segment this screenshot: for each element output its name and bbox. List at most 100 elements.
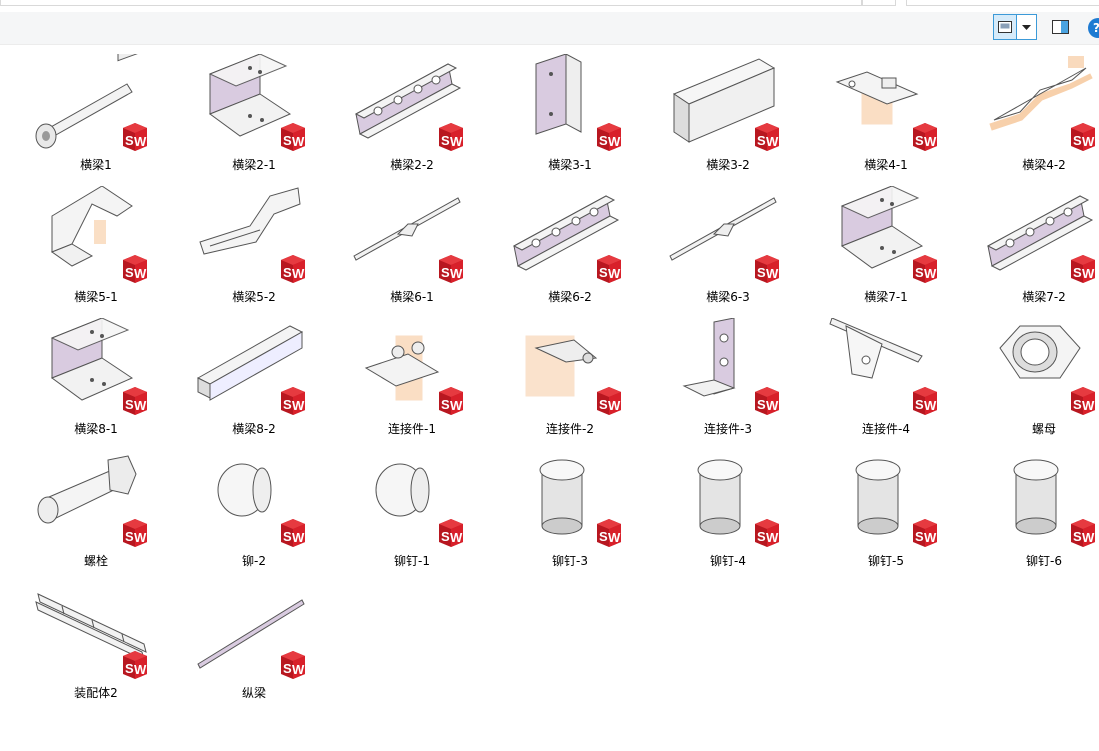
file-item[interactable]: S W 横梁7-2 bbox=[960, 178, 1099, 306]
large-icons-view-button[interactable] bbox=[993, 14, 1017, 40]
file-item[interactable]: S W 横梁4-2 bbox=[960, 46, 1099, 174]
file-thumbnail bbox=[50, 186, 133, 267]
file-item[interactable]: S W 螺母 bbox=[960, 310, 1099, 438]
svg-text:W: W bbox=[924, 398, 937, 413]
svg-text:S: S bbox=[599, 529, 608, 544]
file-name-label: 铆钉-3 bbox=[552, 554, 588, 568]
file-item[interactable]: S W 横梁3-2 bbox=[644, 46, 794, 174]
solidworks-icon: S W bbox=[755, 519, 779, 547]
solidworks-icon: S W bbox=[913, 387, 937, 415]
solidworks-icon: S W bbox=[597, 519, 621, 547]
solidworks-icon: S W bbox=[281, 255, 305, 283]
file-thumbnail bbox=[375, 463, 430, 517]
file-name-label: 横梁6-1 bbox=[390, 290, 434, 304]
file-item[interactable]: S W 铆-2 bbox=[170, 442, 320, 570]
file-item[interactable]: S W 横梁3-1 bbox=[486, 46, 636, 174]
file-name-label: 横梁7-1 bbox=[864, 290, 908, 304]
solidworks-icon: S W bbox=[123, 123, 147, 151]
file-thumbnail bbox=[217, 463, 272, 517]
preview-pane-icon bbox=[1052, 20, 1069, 34]
file-name-label: 装配体2 bbox=[74, 686, 118, 700]
file-item[interactable]: S W 横梁8-1 bbox=[12, 310, 162, 438]
file-thumbnail bbox=[196, 325, 304, 401]
file-item[interactable]: S W 横梁4-1 bbox=[802, 46, 952, 174]
file-name-label: 铆钉-5 bbox=[868, 554, 904, 568]
svg-text:W: W bbox=[134, 530, 147, 545]
file-thumbnail bbox=[669, 197, 777, 261]
file-thumbnail bbox=[1013, 459, 1059, 535]
file-name-label: 横梁6-2 bbox=[548, 290, 592, 304]
file-item[interactable]: S W 横梁7-1 bbox=[802, 178, 952, 306]
svg-text:W: W bbox=[134, 662, 147, 677]
solidworks-icon: S W bbox=[913, 123, 937, 151]
file-name-label: 螺栓 bbox=[83, 554, 108, 568]
file-item[interactable]: S W 横梁2-1 bbox=[170, 46, 320, 174]
svg-text:W: W bbox=[1082, 398, 1095, 413]
svg-text:W: W bbox=[134, 266, 147, 281]
file-thumbnail bbox=[354, 63, 462, 139]
file-name-label: 横梁5-2 bbox=[232, 290, 276, 304]
help-button[interactable]: ? bbox=[1088, 18, 1099, 38]
svg-text:W: W bbox=[924, 134, 937, 149]
file-item[interactable]: S W 横梁5-2 bbox=[170, 178, 320, 306]
file-item[interactable]: S W 横梁1 bbox=[12, 46, 162, 174]
svg-text:W: W bbox=[292, 530, 305, 545]
svg-text:W: W bbox=[608, 266, 621, 281]
file-name-label: 横梁4-2 bbox=[1022, 158, 1066, 172]
file-item[interactable]: S W 铆钉-5 bbox=[802, 442, 952, 570]
file-name-label: 连接件-1 bbox=[388, 422, 436, 436]
file-thumbnail bbox=[199, 187, 301, 255]
svg-text:S: S bbox=[1073, 265, 1082, 280]
file-item[interactable]: S W 装配体2 bbox=[12, 574, 162, 702]
svg-text:W: W bbox=[450, 266, 463, 281]
svg-text:S: S bbox=[125, 529, 134, 544]
view-options-dropdown[interactable] bbox=[1017, 14, 1037, 40]
file-item[interactable]: S W 连接件-4 bbox=[802, 310, 952, 438]
svg-text:S: S bbox=[915, 397, 924, 412]
file-item[interactable]: S W 连接件-1 bbox=[328, 310, 478, 438]
preview-pane-button[interactable] bbox=[1052, 19, 1070, 39]
file-item[interactable]: S W 铆钉-3 bbox=[486, 442, 636, 570]
svg-text:W: W bbox=[766, 134, 779, 149]
file-name-label: 横梁1 bbox=[80, 158, 112, 172]
file-item[interactable]: S W 纵梁 bbox=[170, 574, 320, 702]
file-name-label: 铆钉-4 bbox=[710, 554, 746, 568]
file-item[interactable]: S W 横梁8-2 bbox=[170, 310, 320, 438]
file-thumbnail bbox=[50, 318, 134, 401]
file-grid: S W 横梁1 S W 横梁2-1 S W 横梁2-2 bbox=[0, 46, 1099, 751]
address-input[interactable] bbox=[0, 0, 862, 6]
svg-text:S: S bbox=[915, 133, 924, 148]
file-thumbnail bbox=[535, 54, 582, 135]
svg-text:S: S bbox=[283, 661, 292, 676]
file-item[interactable]: S W 铆钉-6 bbox=[960, 442, 1099, 570]
file-item[interactable]: S W 连接件-3 bbox=[644, 310, 794, 438]
solidworks-icon: S W bbox=[281, 387, 305, 415]
file-item[interactable]: S W 连接件-2 bbox=[486, 310, 636, 438]
file-thumbnail bbox=[539, 459, 585, 535]
file-item[interactable]: S W 横梁2-2 bbox=[328, 46, 478, 174]
file-item[interactable]: S W 横梁6-3 bbox=[644, 178, 794, 306]
file-item[interactable]: S W 横梁6-2 bbox=[486, 178, 636, 306]
file-name-label: 横梁3-1 bbox=[548, 158, 592, 172]
svg-text:S: S bbox=[915, 529, 924, 544]
file-item[interactable]: S W 铆钉-1 bbox=[328, 442, 478, 570]
svg-text:W: W bbox=[134, 398, 147, 413]
file-item[interactable]: S W 横梁6-1 bbox=[328, 178, 478, 306]
file-item[interactable]: S W 螺栓 bbox=[12, 442, 162, 570]
file-thumbnail bbox=[525, 335, 598, 397]
solidworks-icon: S W bbox=[755, 123, 779, 151]
file-item[interactable]: S W 铆钉-4 bbox=[644, 442, 794, 570]
file-name-label: 横梁4-1 bbox=[864, 158, 908, 172]
svg-text:S: S bbox=[125, 265, 134, 280]
solidworks-icon: S W bbox=[913, 519, 937, 547]
file-thumbnail bbox=[989, 56, 1093, 131]
file-thumbnail bbox=[208, 54, 292, 137]
search-input[interactable] bbox=[906, 0, 1099, 6]
file-name-label: 横梁2-1 bbox=[232, 158, 276, 172]
file-item[interactable]: S W 横梁5-1 bbox=[12, 178, 162, 306]
file-name-label: 横梁6-3 bbox=[706, 290, 750, 304]
svg-text:S: S bbox=[1073, 397, 1082, 412]
svg-text:S: S bbox=[757, 397, 766, 412]
solidworks-icon: S W bbox=[755, 255, 779, 283]
refresh-button[interactable] bbox=[862, 0, 896, 6]
